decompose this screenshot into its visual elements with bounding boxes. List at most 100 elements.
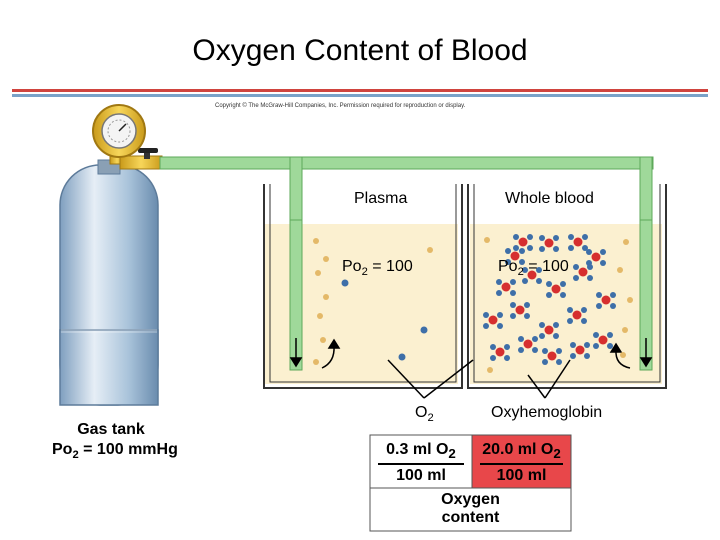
whole-blood-beaker [467, 184, 667, 389]
o2-dot [510, 279, 516, 285]
o2-dot [532, 336, 538, 342]
plasma-oxygen-content: 0.3 ml O2 100 ml [370, 441, 472, 485]
tank-seam [61, 329, 157, 333]
o2-dot [539, 322, 545, 328]
o2-dot [607, 332, 613, 338]
hemoglobin-dot [547, 351, 557, 361]
o2-dot [581, 318, 587, 324]
hemoglobin-dot [488, 315, 498, 325]
hemoglobin-dot [601, 295, 611, 305]
plasma-particle [313, 238, 319, 244]
hemoglobin-dot [544, 238, 554, 248]
plasma-particle [323, 256, 329, 262]
o2-dot [582, 234, 588, 240]
o2-dot [568, 245, 574, 251]
hemoglobin-dot [551, 284, 561, 294]
o2-dot [497, 323, 503, 329]
o2-dot [522, 278, 528, 284]
o2-dot [519, 248, 525, 254]
curve-arrow-plasma-head [327, 338, 341, 349]
o2-dot [527, 234, 533, 240]
whole-blood-particles [483, 234, 633, 373]
o2-dot [593, 332, 599, 338]
o2-dot [546, 292, 552, 298]
o2-dot [510, 313, 516, 319]
o2-dot [504, 344, 510, 350]
plasma-particles [313, 238, 433, 365]
o2-dot [519, 259, 525, 265]
plasma-particle [622, 327, 628, 333]
o2-dot [496, 279, 502, 285]
o2-dot [556, 359, 562, 365]
o2-dot [553, 322, 559, 328]
o2-dot [536, 278, 542, 284]
hemoglobin-dot [578, 267, 588, 277]
oxyhemoglobin-label: Oxyhemoglobin [491, 404, 603, 421]
o2-dot [420, 326, 428, 334]
blood-content-cell [472, 435, 571, 488]
o2-dot [556, 348, 562, 354]
plasma-particle [317, 313, 323, 319]
hemoglobin-dot [495, 347, 505, 357]
down-arrow-plasma-head [289, 357, 303, 368]
hemoglobin-dot [598, 335, 608, 345]
hemoglobin-dot [591, 252, 601, 262]
gas-tank-label: Gas tank [77, 421, 145, 438]
valve-stem [144, 150, 150, 159]
regulator [92, 104, 163, 170]
hemoglobin-dot [572, 310, 582, 320]
o2-dot [607, 343, 613, 349]
o2-dot [568, 234, 574, 240]
gas-tank [59, 159, 159, 406]
o2-dot [570, 342, 576, 348]
o2-dot [497, 312, 503, 318]
copyright-notice: Copyright © The McGraw-Hill Companies, I… [215, 103, 466, 109]
o2-dot [532, 347, 538, 353]
o2-dot [513, 234, 519, 240]
hemoglobin-dot [501, 282, 511, 292]
blood-oxygen-content: 20.0 ml O2 100 ml [472, 441, 571, 485]
tank-base [59, 329, 159, 406]
o2-dot [522, 267, 528, 273]
valve-knob [138, 148, 158, 153]
o2-dot [505, 259, 511, 265]
o2-dot [593, 343, 599, 349]
o2-dot [539, 246, 545, 252]
hemoglobin-dot [523, 339, 533, 349]
plasma-particle [315, 270, 321, 276]
o2-dot [553, 235, 559, 241]
o2-dot [510, 290, 516, 296]
o2-dot [341, 279, 349, 287]
plasma-particle [620, 352, 626, 358]
curve-arrow-blood-head [609, 342, 623, 353]
plasma-content-cell [370, 435, 472, 488]
o2-dot [518, 347, 524, 353]
pointer-lines [387, 359, 571, 399]
down-arrow-blood-head [639, 357, 653, 368]
plasma-particle [313, 359, 319, 365]
plasma-particle [623, 239, 629, 245]
hemoglobin-dot [510, 251, 520, 261]
plasma-particle [487, 367, 493, 373]
o2-dot [398, 353, 406, 361]
o2-dot [490, 355, 496, 361]
o2-dot [539, 235, 545, 241]
plasma-particle [617, 267, 623, 273]
o2-dot [505, 248, 511, 254]
o2-dot [573, 275, 579, 281]
o2-dot [490, 344, 496, 350]
plasma-particle [427, 247, 433, 253]
o2-dot [542, 348, 548, 354]
o2-dot [483, 312, 489, 318]
o2-dot [584, 353, 590, 359]
title-rule-red [12, 89, 708, 92]
flow-arrows [289, 338, 653, 369]
plasma-label: Plasma [354, 190, 408, 207]
o2-dot [582, 245, 588, 251]
o2-dot [527, 245, 533, 251]
hemoglobin-dot [518, 237, 528, 247]
plasma-particle [323, 294, 329, 300]
o2-dot [539, 333, 545, 339]
hemoglobin-dot [575, 345, 585, 355]
